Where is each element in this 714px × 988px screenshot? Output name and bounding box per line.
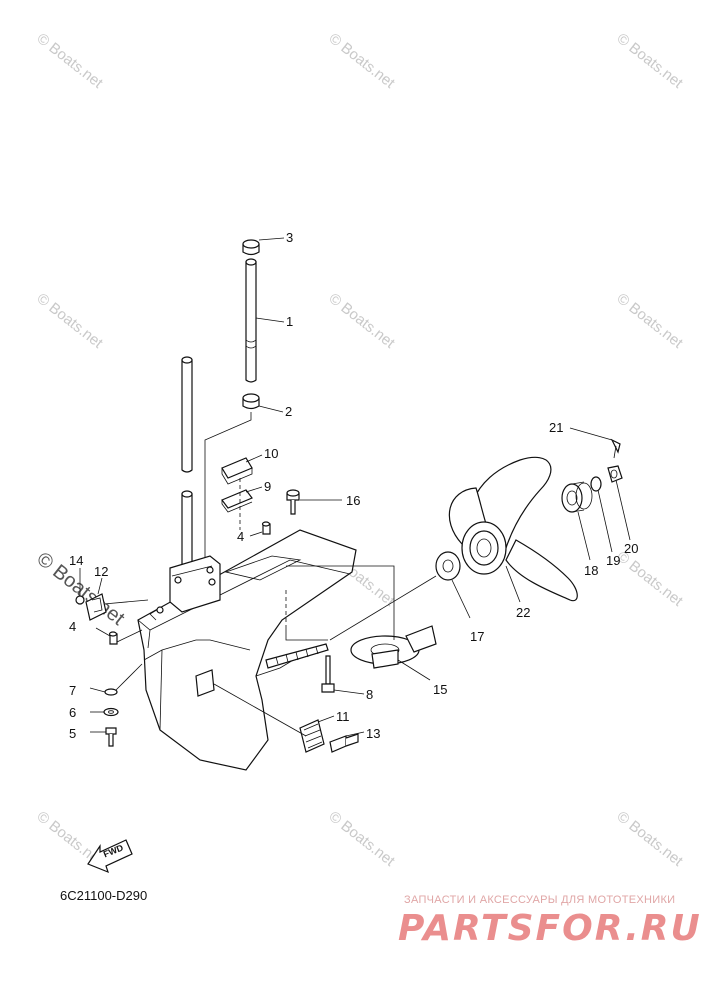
lower-casing bbox=[137, 529, 357, 771]
part-1-water-tube bbox=[245, 258, 257, 383]
callout-17: 17 bbox=[470, 629, 485, 644]
part-19-washer bbox=[590, 476, 602, 492]
brand-logo: PARTSFOR.RU bbox=[398, 908, 702, 949]
callout-8: 8 bbox=[366, 687, 374, 702]
part-5-bolt bbox=[105, 727, 117, 747]
callout-13: 13 bbox=[366, 726, 381, 741]
part-20-nut bbox=[607, 465, 623, 483]
callout-14: 14 bbox=[69, 553, 84, 568]
part-2-grommet bbox=[242, 393, 260, 410]
part-11-anode bbox=[299, 719, 325, 753]
callout-22: 22 bbox=[516, 605, 531, 620]
part-16-bolt bbox=[286, 489, 300, 515]
callout-19: 19 bbox=[606, 553, 621, 568]
part-22-propeller bbox=[448, 456, 578, 602]
part-8-bolt bbox=[321, 655, 335, 693]
part-14-nut bbox=[75, 595, 85, 605]
callout-6: 6 bbox=[69, 705, 77, 720]
part-7-washer bbox=[104, 688, 118, 696]
part-15-anode bbox=[350, 625, 437, 669]
promo-text: ЗАПЧАСТИ И АКСЕССУАРЫ ДЛЯ МОТОТЕХНИКИ bbox=[404, 894, 676, 906]
part-4-dowel-pin bbox=[261, 521, 271, 535]
part-4-dowel-pin-lower bbox=[108, 631, 118, 645]
callout-15: 15 bbox=[433, 682, 448, 697]
part-12-trim-tab bbox=[85, 593, 107, 621]
part-3-grommet bbox=[242, 239, 260, 256]
part-10-cover bbox=[221, 457, 253, 485]
callout-4-upper: 4 bbox=[237, 529, 245, 544]
callout-21: 21 bbox=[549, 420, 564, 435]
part-9-plate bbox=[221, 489, 253, 513]
callout-2: 2 bbox=[285, 404, 293, 419]
callout-16: 16 bbox=[346, 493, 361, 508]
part-17-thrust-washer bbox=[435, 551, 461, 581]
callout-12: 12 bbox=[94, 564, 109, 579]
callout-7: 7 bbox=[69, 683, 77, 698]
part-21-cotter-pin bbox=[610, 438, 621, 459]
callout-4-lower: 4 bbox=[69, 619, 77, 634]
callout-3: 3 bbox=[286, 230, 294, 245]
callout-18: 18 bbox=[584, 563, 599, 578]
part-13-bolt bbox=[329, 733, 359, 753]
callout-11: 11 bbox=[336, 709, 350, 724]
callout-10: 10 bbox=[264, 446, 279, 461]
drive-shaft bbox=[181, 356, 193, 569]
callout-20: 20 bbox=[624, 541, 639, 556]
callout-5: 5 bbox=[69, 726, 77, 741]
part-6-washer bbox=[103, 707, 119, 717]
part-18-spacer bbox=[561, 481, 593, 513]
callout-1: 1 bbox=[286, 314, 294, 329]
fwd-arrow-icon bbox=[87, 839, 133, 874]
callout-9: 9 bbox=[264, 479, 272, 494]
diagram-code: 6C21100-D290 bbox=[60, 888, 148, 903]
